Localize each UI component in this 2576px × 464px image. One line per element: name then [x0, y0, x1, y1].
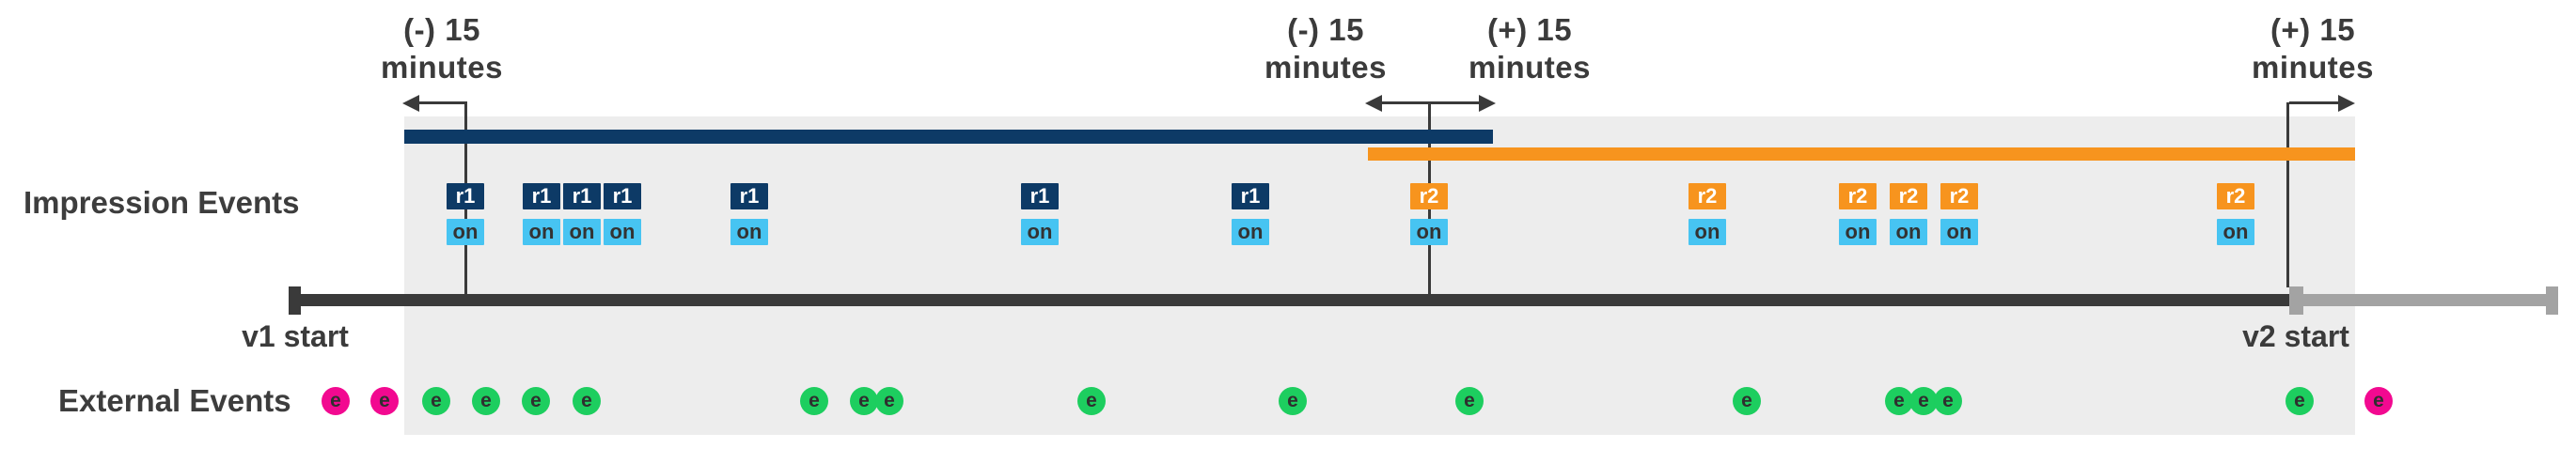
v1-start-label: v1 start: [242, 319, 349, 353]
arrowhead-left-icon: [1365, 94, 1382, 112]
impression-events-row-label: Impression Events: [24, 185, 300, 220]
external-event-green: e: [1885, 387, 1913, 415]
timeline-end-tick: [2546, 286, 2558, 315]
external-event-green: e: [1279, 387, 1307, 415]
annotation-plus15-right: (+) 15 minutes: [2191, 11, 2435, 86]
external-events-row-label: External Events: [58, 383, 291, 418]
impression-event: r2 on: [1410, 183, 1448, 245]
impression-event: r1 on: [447, 183, 484, 245]
on-badge: on: [604, 219, 641, 245]
v2-start-tick: [2289, 286, 2303, 315]
impression-event: r2 on: [2217, 183, 2254, 245]
v2-start-label: v2 start: [2242, 319, 2349, 353]
impression-event: r1 on: [730, 183, 768, 245]
annotation-line1: (+) 15: [2270, 12, 2356, 47]
r2-period-bar: [1368, 147, 2355, 161]
external-event-green: e: [472, 387, 500, 415]
annotation-plus15-mid: (+) 15 minutes: [1407, 11, 1652, 86]
r2-badge: r2: [1689, 183, 1726, 209]
on-badge: on: [1940, 219, 1978, 245]
guide-line: [2286, 102, 2289, 287]
r1-period-bar: [404, 130, 1493, 144]
impression-event: r1 on: [1232, 183, 1269, 245]
r1-badge: r1: [1021, 183, 1059, 209]
on-badge: on: [1890, 219, 1927, 245]
v1-start-tick: [289, 286, 301, 315]
impression-event: r2 on: [1839, 183, 1877, 245]
annotation-line2: minutes: [1468, 50, 1592, 85]
on-badge: on: [1839, 219, 1877, 245]
impression-event: r1 on: [604, 183, 641, 245]
r1-badge: r1: [604, 183, 641, 209]
annotation-line1: (+) 15: [1486, 12, 1573, 47]
on-badge: on: [2217, 219, 2254, 245]
on-badge: on: [447, 219, 484, 245]
r1-badge: r1: [730, 183, 768, 209]
r1-badge: r1: [1232, 183, 1269, 209]
annotation-minus15-left: (-) 15 minutes: [320, 11, 564, 86]
arrow-line: [417, 101, 467, 104]
impression-event: r2 on: [1940, 183, 1978, 245]
impression-event: r2 on: [1890, 183, 1927, 245]
annotation-line2: minutes: [1264, 50, 1388, 85]
r1-badge: r1: [447, 183, 484, 209]
external-event-pink: e: [322, 387, 350, 415]
annotation-minus15-mid: (-) 15 minutes: [1203, 11, 1448, 86]
arrow-line: [1380, 101, 1481, 104]
external-event-green: e: [1733, 387, 1761, 415]
timeline-v2-bar: [2289, 294, 2558, 306]
observation-window-panel: [404, 116, 2355, 435]
r2-badge: r2: [2217, 183, 2254, 209]
external-event-green: e: [2285, 387, 2314, 415]
external-event-green: e: [850, 387, 878, 415]
arrowhead-right-icon: [2338, 94, 2355, 112]
annotation-line2: minutes: [380, 50, 504, 85]
annotation-line1: (-) 15: [403, 12, 480, 47]
arrow-line: [2289, 101, 2340, 104]
external-event-green: e: [1455, 387, 1484, 415]
on-badge: on: [730, 219, 768, 245]
impression-event: r1 on: [1021, 183, 1059, 245]
external-event-green: e: [1934, 387, 1962, 415]
arrowhead-left-icon: [402, 94, 419, 112]
on-badge: on: [523, 219, 560, 245]
r1-badge: r1: [563, 183, 601, 209]
annotation-line2: minutes: [2251, 50, 2375, 85]
external-event-pink: e: [370, 387, 399, 415]
r2-badge: r2: [1940, 183, 1978, 209]
r2-badge: r2: [1410, 183, 1448, 209]
timeline-v1-bar: [289, 294, 2289, 306]
on-badge: on: [1689, 219, 1726, 245]
external-event-green: e: [522, 387, 550, 415]
impression-event: r1 on: [563, 183, 601, 245]
external-event-green: e: [800, 387, 828, 415]
on-badge: on: [1410, 219, 1448, 245]
external-event-green: e: [875, 387, 903, 415]
r1-badge: r1: [523, 183, 560, 209]
on-badge: on: [563, 219, 601, 245]
on-badge: on: [1232, 219, 1269, 245]
r2-badge: r2: [1890, 183, 1927, 209]
arrowhead-right-icon: [1479, 94, 1496, 112]
impression-event: r1 on: [523, 183, 560, 245]
external-event-green: e: [573, 387, 601, 415]
on-badge: on: [1021, 219, 1059, 245]
external-event-green: e: [1909, 387, 1938, 415]
annotation-line1: (-) 15: [1287, 12, 1364, 47]
r2-badge: r2: [1839, 183, 1877, 209]
impression-event: r2 on: [1689, 183, 1726, 245]
external-event-pink: e: [2364, 387, 2393, 415]
external-event-green: e: [1077, 387, 1106, 415]
external-event-green: e: [422, 387, 450, 415]
